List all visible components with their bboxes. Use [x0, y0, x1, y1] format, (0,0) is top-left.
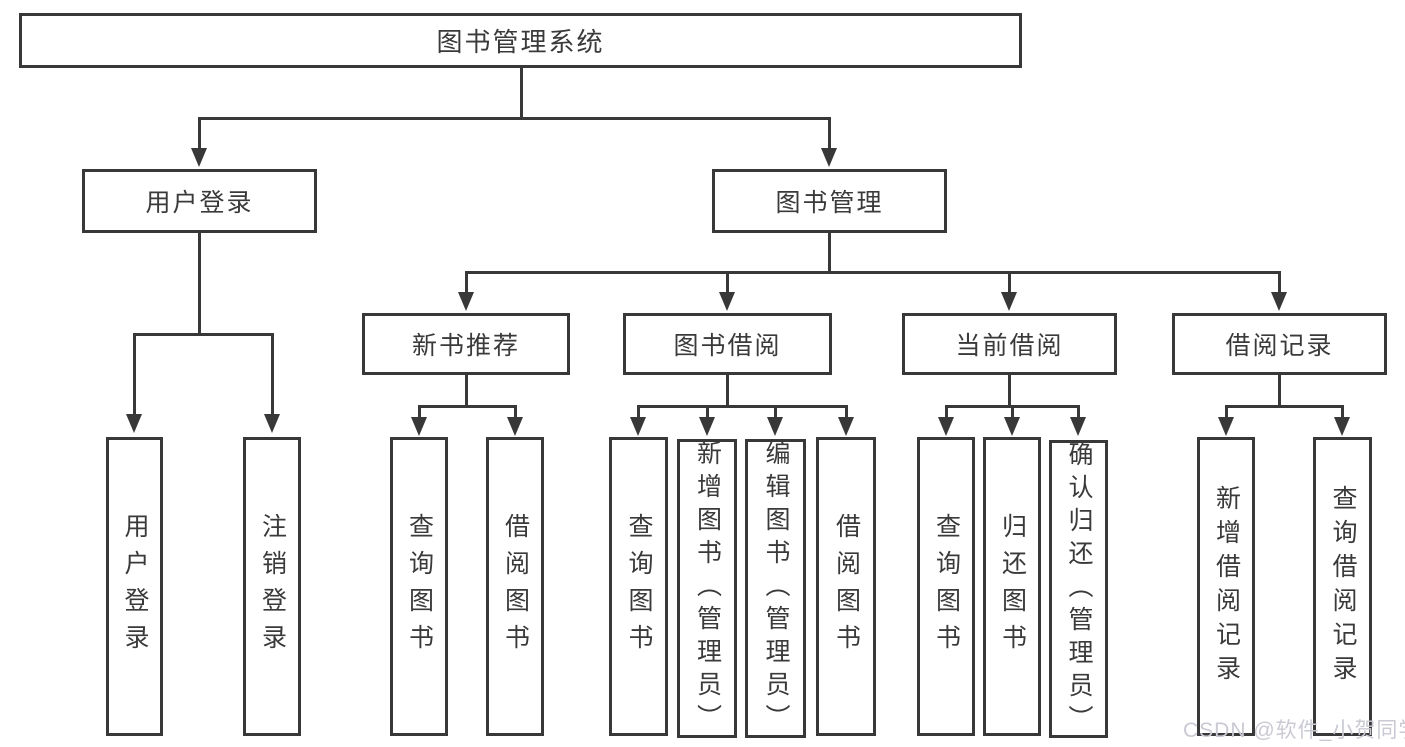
arrow-down-icon — [699, 417, 715, 436]
node-book-borrowing: 图书借阅 — [623, 313, 832, 375]
arrow-down-icon — [1334, 417, 1350, 436]
arrow-down-icon — [1004, 417, 1020, 436]
connector-line — [133, 333, 274, 336]
node-leaf-user-login: 用户登录 — [106, 437, 163, 736]
arrow-down-icon — [630, 417, 646, 436]
connector-line — [945, 405, 948, 419]
connector-line — [1278, 271, 1281, 294]
node-leaf-logout: 注销登录 — [243, 437, 301, 736]
node-label: 查询图书 — [405, 512, 434, 661]
arrow-down-icon — [821, 148, 837, 167]
arrow-down-icon — [458, 292, 474, 311]
connector-line — [637, 405, 847, 408]
node-label: 查询借阅记录 — [1329, 484, 1357, 689]
connector-line — [1341, 405, 1344, 419]
node-borrowing-edit-books-admin: 编辑图书（管理员） — [745, 439, 806, 738]
node-book-management: 图书管理 — [712, 169, 947, 233]
node-label: 借阅记录 — [1225, 332, 1334, 360]
watermark: CSDN @软件_小贺同学 — [1183, 719, 1405, 742]
arrow-down-icon — [1070, 417, 1086, 436]
node-label: 图书管理系统 — [436, 27, 605, 57]
connector-line — [637, 405, 640, 419]
connector-line — [726, 271, 729, 294]
node-label: 新增借阅记录 — [1212, 484, 1241, 689]
arrow-down-icon — [507, 417, 523, 436]
connector-line — [774, 405, 777, 419]
node-label: 借阅图书 — [501, 512, 530, 661]
node-recommend-borrow-books: 借阅图书 — [486, 437, 544, 736]
node-new-book-recommend: 新书推荐 — [362, 313, 570, 375]
node-label: 编辑图书（管理员） — [762, 440, 790, 737]
connector-line — [465, 271, 468, 294]
node-records-query-record: 查询借阅记录 — [1313, 437, 1372, 736]
connector-line — [465, 271, 1281, 274]
connector-line — [726, 375, 729, 407]
connector-line — [271, 333, 274, 415]
connector-line — [520, 68, 523, 118]
arrow-down-icon — [719, 292, 735, 311]
arrow-down-icon — [411, 417, 427, 436]
connector-line — [514, 405, 517, 419]
node-label: 当前借阅 — [955, 332, 1064, 360]
connector-line — [1225, 405, 1228, 419]
connector-line — [418, 405, 421, 419]
connector-line — [133, 333, 136, 415]
connector-line — [1008, 375, 1011, 407]
arrow-down-icon — [126, 414, 142, 433]
node-label: 新书推荐 — [411, 332, 520, 360]
arrow-down-icon — [191, 148, 207, 167]
arrow-down-icon — [767, 417, 783, 436]
arrow-down-icon — [264, 414, 280, 433]
connector-line — [1011, 405, 1014, 419]
connector-line — [198, 233, 201, 336]
connector-line — [198, 117, 831, 120]
node-label: 借阅图书 — [832, 512, 861, 661]
node-records-add-record: 新增借阅记录 — [1197, 437, 1255, 736]
connector-line — [465, 375, 468, 407]
connector-line — [198, 117, 201, 150]
node-root: 图书管理系统 — [19, 13, 1022, 68]
node-current-borrowing: 当前借阅 — [902, 313, 1117, 375]
connector-line — [1008, 271, 1011, 294]
node-label: 归还图书 — [998, 512, 1027, 661]
node-borrow-records: 借阅记录 — [1172, 313, 1387, 375]
arrow-down-icon — [1271, 292, 1287, 311]
node-label: 用户登录 — [145, 189, 254, 217]
node-current-confirm-return-admin: 确认归还（管理员） — [1049, 440, 1108, 738]
node-label: 图书管理 — [775, 189, 884, 217]
node-label: 用户登录 — [121, 512, 149, 661]
connector-line — [706, 405, 709, 419]
node-label: 新增图书（管理员） — [693, 440, 722, 737]
connector-line — [1077, 405, 1080, 419]
node-user-login: 用户登录 — [82, 169, 317, 233]
connector-line — [828, 233, 831, 274]
node-borrowing-borrow-books: 借阅图书 — [816, 437, 876, 736]
node-current-query-books: 查询图书 — [917, 437, 975, 736]
node-borrowing-add-books-admin: 新增图书（管理员） — [677, 439, 737, 738]
connector-line — [1278, 375, 1281, 407]
node-label: 查询图书 — [932, 512, 961, 661]
node-current-return-books: 归还图书 — [983, 437, 1041, 736]
arrow-down-icon — [838, 417, 854, 436]
connector-line — [845, 405, 848, 419]
node-label: 图书借阅 — [673, 332, 782, 360]
connector-line — [1225, 405, 1343, 408]
connector-line — [828, 117, 831, 150]
connector-line — [418, 405, 517, 408]
node-label: 注销登录 — [258, 512, 287, 661]
arrow-down-icon — [938, 417, 954, 436]
arrow-down-icon — [1218, 417, 1234, 436]
arrow-down-icon — [1001, 292, 1017, 311]
node-label: 查询图书 — [625, 512, 653, 661]
node-label: 确认归还（管理员） — [1065, 440, 1093, 738]
node-borrowing-query-books: 查询图书 — [609, 437, 668, 736]
node-recommend-query-books: 查询图书 — [390, 437, 448, 736]
